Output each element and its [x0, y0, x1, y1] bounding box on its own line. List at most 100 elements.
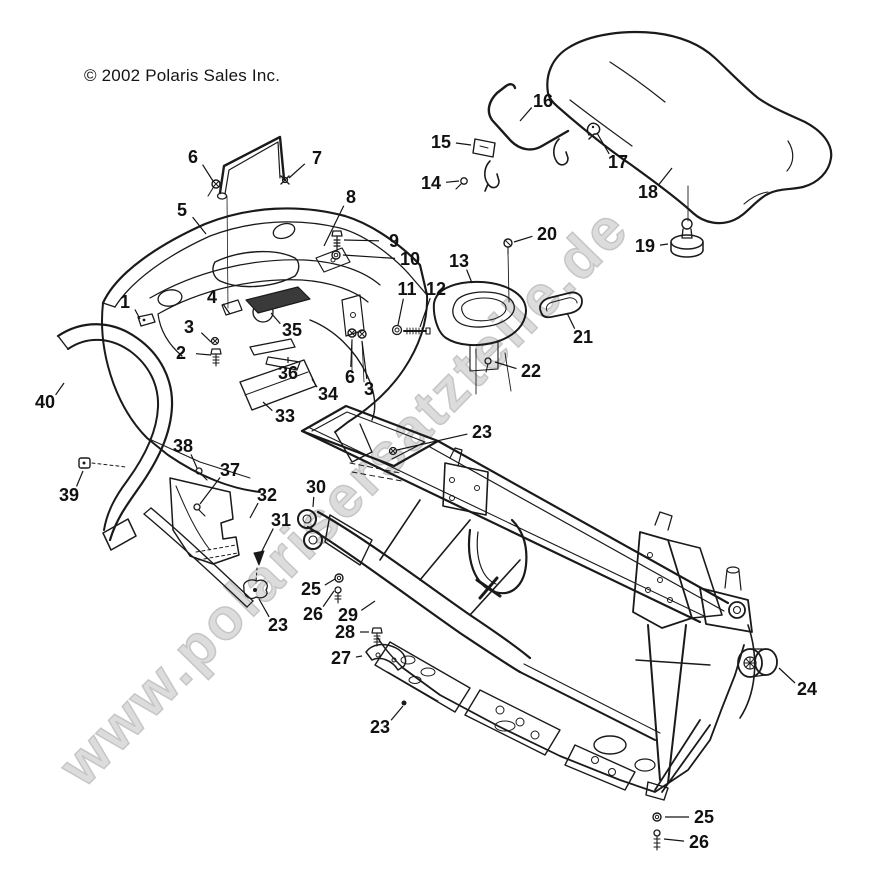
leader-line [390, 705, 404, 721]
leader-line [134, 309, 141, 320]
callout-29: 29 [338, 605, 358, 625]
callout-26: 26 [689, 832, 709, 852]
leader-line [258, 598, 270, 618]
callout-12: 12 [426, 279, 446, 299]
support-rod-assembly [455, 83, 601, 192]
leader-line [350, 339, 353, 368]
leader-line [658, 167, 673, 186]
callout-37: 37 [220, 460, 240, 480]
mudguard [56, 323, 174, 551]
leader-line [513, 235, 533, 243]
callout-22: 22 [521, 361, 541, 381]
leader-line [76, 470, 84, 487]
leader-line [396, 433, 468, 451]
copyright-text: © 2002 Polaris Sales Inc. [84, 66, 281, 85]
storage-lid [432, 280, 527, 372]
callout-9: 9 [389, 231, 399, 251]
leader-line [199, 477, 221, 505]
rear-cab-fender [101, 207, 429, 493]
callout-36: 36 [278, 363, 298, 383]
leader-line [466, 269, 473, 284]
leader-line [190, 454, 198, 469]
callout-1: 1 [120, 292, 130, 312]
leader-line [663, 838, 685, 842]
leader-line [342, 254, 396, 260]
callout-14: 14 [421, 173, 441, 193]
callout-31: 31 [271, 510, 291, 530]
leader-line [222, 303, 231, 315]
leader-line [200, 332, 212, 343]
callout-2: 2 [176, 343, 186, 363]
seat [546, 30, 833, 225]
leader-line [312, 496, 315, 508]
callout-23: 23 [472, 422, 492, 442]
callout-8: 8 [346, 187, 356, 207]
leader-line [323, 205, 345, 247]
callout-6: 6 [345, 367, 355, 387]
leader-line [324, 578, 336, 586]
leader-line [195, 353, 212, 356]
leader-line [494, 361, 517, 370]
callout-5: 5 [177, 200, 187, 220]
leader-line [566, 312, 576, 329]
callout-40: 40 [35, 392, 55, 412]
callout-16: 16 [533, 91, 553, 111]
leader-line [270, 312, 281, 325]
callout-26: 26 [303, 604, 323, 624]
callout-18: 18 [638, 182, 658, 202]
leader-line [445, 180, 460, 183]
seat-knob [670, 218, 704, 258]
callout-3: 3 [184, 317, 194, 337]
leader-line [343, 239, 380, 242]
callout-10: 10 [400, 249, 420, 269]
callout-30: 30 [306, 477, 326, 497]
lid-handle [539, 291, 583, 319]
rubber-mount [737, 648, 778, 678]
leader-line [519, 107, 533, 122]
leader-line [419, 298, 431, 328]
leader-line [355, 655, 363, 658]
callout-7: 7 [312, 148, 322, 168]
callout-23: 23 [268, 615, 288, 635]
frame [297, 404, 756, 801]
callout-4: 4 [207, 287, 217, 307]
splash-panels [78, 457, 268, 608]
leader-line [192, 216, 207, 235]
leader-line [361, 340, 368, 380]
callout-15: 15 [431, 132, 451, 152]
callout-34: 34 [318, 384, 338, 404]
leader-line [262, 401, 273, 412]
callout-35: 35 [282, 320, 302, 340]
leader-line [202, 164, 214, 182]
leader-line [55, 382, 65, 396]
leader-line [322, 590, 335, 607]
carrier-bar [216, 135, 290, 200]
callout-25: 25 [694, 807, 714, 827]
callout-28: 28 [335, 622, 355, 642]
callout-25: 25 [301, 579, 321, 599]
leader-line [659, 243, 669, 246]
callout-21: 21 [573, 327, 593, 347]
leader-line [311, 378, 318, 388]
callout-33: 33 [275, 406, 295, 426]
callout-19: 19 [635, 236, 655, 256]
fasteners [137, 179, 662, 851]
callout-27: 27 [331, 648, 351, 668]
leader-line [778, 667, 796, 684]
callout-20: 20 [537, 224, 557, 244]
callout-38: 38 [173, 436, 193, 456]
callout-24: 24 [797, 679, 817, 699]
leader-line [260, 528, 274, 554]
leader-line [397, 298, 404, 326]
callout-6: 6 [188, 147, 198, 167]
callout-23: 23 [370, 717, 390, 737]
callout-17: 17 [608, 152, 628, 172]
callout-3: 3 [364, 379, 374, 399]
callout-39: 39 [59, 485, 79, 505]
callout-32: 32 [257, 485, 277, 505]
callout-11: 11 [397, 279, 416, 299]
leader-line [596, 132, 610, 155]
